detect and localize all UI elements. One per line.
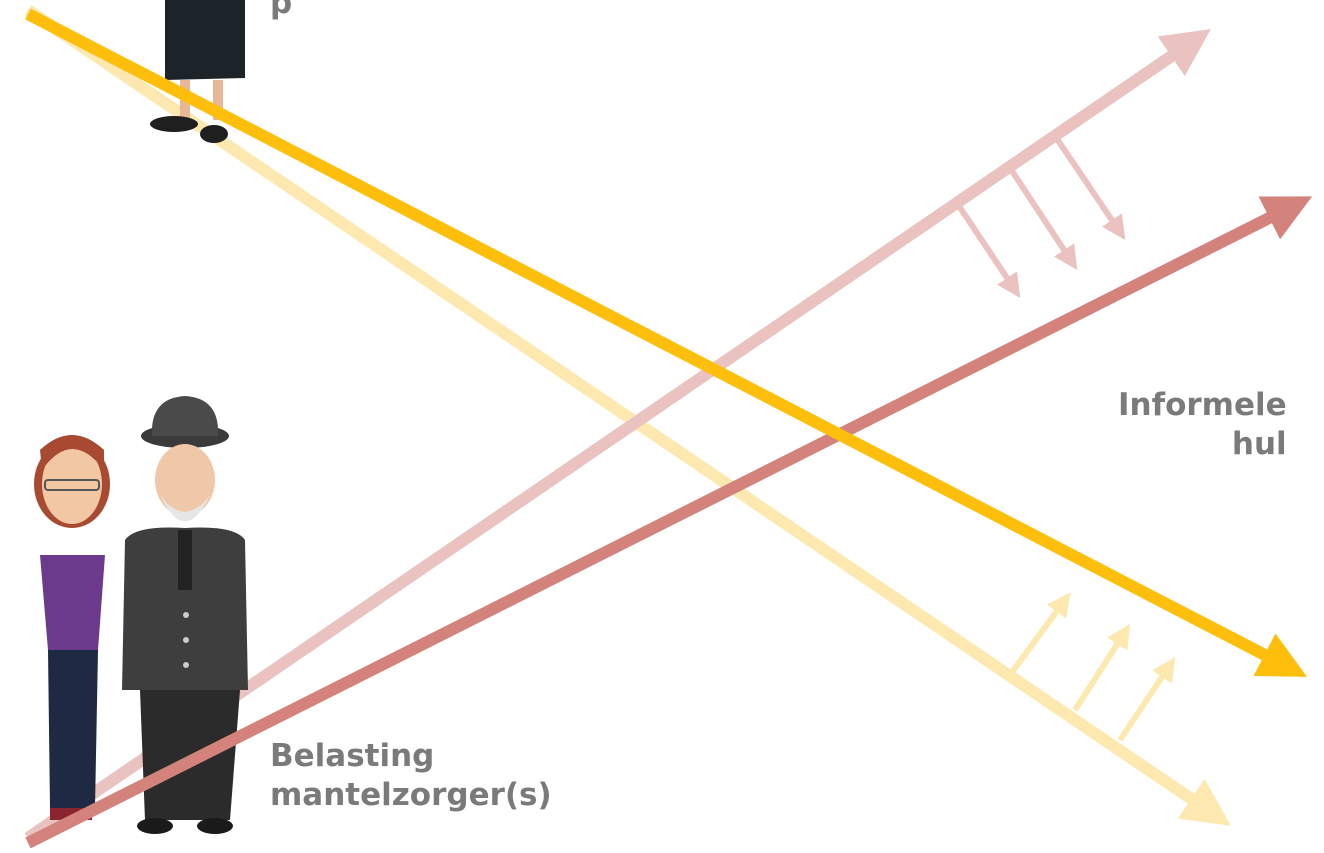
- caregiver-burden-label-line2: mantelzorger(s): [270, 777, 552, 813]
- faded-gold-arrow: [24, 5, 1231, 826]
- top-label-fragment: p: [270, 0, 293, 21]
- rose-shift-arrow: [1052, 134, 1126, 240]
- rose-shift-arrow: [1007, 166, 1078, 271]
- caregiver-burden-label: Belasting mantelzorger(s): [270, 737, 552, 815]
- rose-shift-arrows: [952, 134, 1126, 298]
- caregiver-burden-label-line1: Belasting: [270, 738, 435, 774]
- gold-shift-arrow: [1072, 623, 1131, 712]
- informal-help-label: Informele hul: [1118, 386, 1287, 464]
- gold-shift-arrow: [1117, 657, 1176, 742]
- figure-woman: [34, 435, 110, 820]
- figure-top-skirt: [165, 0, 245, 80]
- informal-help-label-line2: hul: [1231, 426, 1287, 462]
- rose-shift-arrow: [952, 198, 1021, 298]
- gold-shift-arrows: [1007, 592, 1176, 742]
- gold-shift-arrow: [1007, 592, 1071, 677]
- gold-main-arrow: [25, 8, 1308, 677]
- figure-old-man: [122, 396, 248, 834]
- informal-help-label-line1: Informele: [1118, 387, 1287, 423]
- rose-main-arrow: [25, 196, 1313, 849]
